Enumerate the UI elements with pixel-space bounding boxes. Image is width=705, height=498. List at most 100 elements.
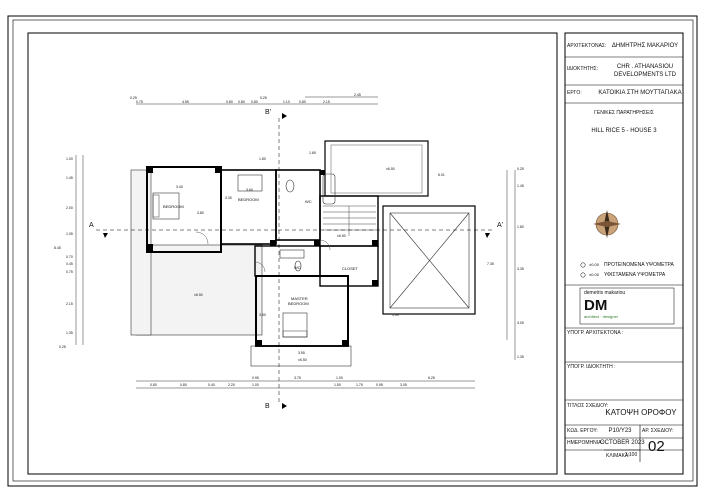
level-ensuite: ±6.50: [298, 358, 307, 362]
void-inner: [389, 212, 470, 309]
owner-name-line2: DEVELOPMENTS LTD: [614, 72, 676, 78]
dim-inner: 3.80: [197, 211, 204, 215]
void-outer: [382, 205, 476, 315]
legend-existing: ΥΦΙΣΤΑΜΕΝΑ ΥΨΟΜΕΤΡΑ: [604, 272, 666, 278]
scale-label: ΚΛΙΜΑΚΑ:: [606, 453, 630, 459]
wall-block-bed2: [220, 169, 277, 245]
dim-left: 1.45: [66, 176, 73, 180]
section-mark-a-right: A': [497, 222, 504, 229]
dim-top: 0.80: [226, 100, 233, 104]
logo-mark: DM: [584, 297, 608, 314]
level-stair: ±6.50: [337, 234, 346, 238]
dim-right: 3.05: [517, 321, 524, 325]
drawing-title: ΚΑΤΟΨΗ ΟΡΟΦΟΥ: [605, 408, 677, 417]
dim-bottom: 0.95: [252, 376, 259, 380]
dim-bottom: 6.25: [428, 376, 435, 380]
wc-bowl-2: [294, 260, 302, 272]
dim-left: 8.45: [54, 246, 61, 250]
dim-top: 2.15: [323, 100, 330, 104]
room-master-line1: MASTER: [291, 296, 308, 301]
balcony-slab: [135, 244, 263, 336]
dim-right: 1.35: [517, 355, 524, 359]
dim-left: 1.00: [66, 157, 73, 161]
dim-inner: 1.65: [309, 151, 316, 155]
floor-plan: [130, 140, 476, 367]
room-wc-1: WC: [305, 199, 312, 204]
level-balcony: ±6.50: [194, 293, 203, 297]
section-arrow-b2: [282, 403, 287, 409]
inner-frame: [12, 19, 694, 482]
dimension-lines: [75, 96, 516, 389]
dim-top: 2.45: [354, 93, 361, 97]
room-bedroom-2: BEDROOM: [238, 197, 259, 202]
legend-existing-icon: [580, 272, 586, 278]
house-name: HILL RICE 5 - HOUSE 3: [591, 128, 657, 134]
room-closet: CLOSET: [342, 266, 359, 271]
dim-right: 3.35: [517, 267, 524, 271]
dim-bottom: 3.75: [294, 376, 301, 380]
wall-block: [146, 166, 222, 253]
dim-left: 1.35: [66, 331, 73, 335]
project-code: P10/Y23: [608, 428, 632, 434]
section-lines: [96, 118, 493, 402]
dim-left: 2.00: [66, 206, 73, 210]
date-value: OCTOBER 2023: [600, 440, 645, 446]
dim-inner: 6.01: [438, 173, 445, 177]
sink: [279, 249, 305, 259]
room-wc-2: WC: [294, 265, 301, 270]
dim-inner: 3.50: [259, 313, 266, 317]
dim-top: 0.25: [130, 96, 137, 100]
dim-top: 0.80: [251, 100, 258, 104]
upper-terrace-inner: [330, 144, 423, 194]
signature-owner-label: ΥΠΟΓΡ. ΙΔΙΟΚΤΗΤΗ :: [567, 364, 616, 370]
door-swing-2: [254, 261, 266, 273]
section-mark-a-left: A: [89, 222, 94, 229]
room-bedroom-1: BEDROOM: [163, 204, 184, 209]
dim-bottom: 0.40: [208, 383, 215, 387]
signature-architect-label: ΥΠΟΓΡ. ΑΡΧΙΤΕΚΤΟΝΑ :: [567, 330, 624, 336]
architect-name: ΔΗΜΗΤΡΗΣ ΜΑΚΑΡΙΟΥ: [611, 43, 679, 49]
bed-1-pillow: [152, 194, 160, 218]
dim-top: 0.80: [299, 100, 306, 104]
date-label: ΗΜΕΡΟΜΗΝΙΑ:: [567, 440, 603, 446]
owner-name-line1: CHR . ATHANASIOU: [616, 64, 674, 70]
legend-level-1: ±0.00: [589, 262, 599, 267]
dim-bottom: 0.80: [150, 383, 157, 387]
dim-left: 0.75: [66, 270, 73, 274]
general-notes-heading: ΓΕΝΙΚΕΣ ΠΑΡΑΤΗΡΗΣΕΙΣ: [594, 110, 654, 116]
dim-top: 0.80: [238, 100, 245, 104]
section-arrow-a2: [485, 233, 490, 238]
owner-label: ΙΔΙΟΚΤΗΤΗΣ:: [567, 66, 599, 72]
dim-right: 1.80: [517, 225, 524, 229]
wall-block-ensuite: [254, 245, 321, 277]
dim-left: 0.25: [59, 345, 66, 349]
room-master-line2: BEDROOM: [288, 301, 309, 306]
dim-right: 1.45: [517, 184, 524, 188]
section-arrow-b: [282, 113, 287, 119]
project-code-label: ΚΩΔ. ΕΡΓΟΥ:: [567, 428, 598, 434]
scale-value: 1:100: [624, 452, 638, 458]
logo-sub: architect · designer: [584, 314, 619, 319]
dim-left: 0.45: [66, 262, 73, 266]
dim-bottom: 1.50: [334, 383, 341, 387]
section-arrow-a: [103, 233, 108, 238]
drawing-no-label: ΑΡ. ΣΧΕΔΙΟΥ:: [642, 428, 674, 434]
dim-bottom: 0.80: [180, 383, 187, 387]
dim-right: 7.35: [487, 262, 494, 266]
columns: [147, 167, 378, 346]
dim-bottom: 3.05: [400, 383, 407, 387]
dim-bottom: 0.95: [376, 383, 383, 387]
master-balcony: [250, 345, 352, 367]
legend-level-2: ±0.00: [589, 272, 599, 277]
bed-2: [237, 174, 263, 192]
upper-terrace: [324, 140, 429, 197]
wc-bowl: [285, 179, 295, 193]
level-top-room: ±6.50: [386, 167, 395, 171]
dim-inner: 1.80: [259, 157, 266, 161]
dim-right: 0.25: [517, 167, 524, 171]
section-mark-b-bottom: B: [265, 403, 270, 410]
bed-master: [282, 312, 308, 338]
section-mark-b-top: B': [265, 109, 272, 116]
door-swing-1: [195, 231, 209, 245]
